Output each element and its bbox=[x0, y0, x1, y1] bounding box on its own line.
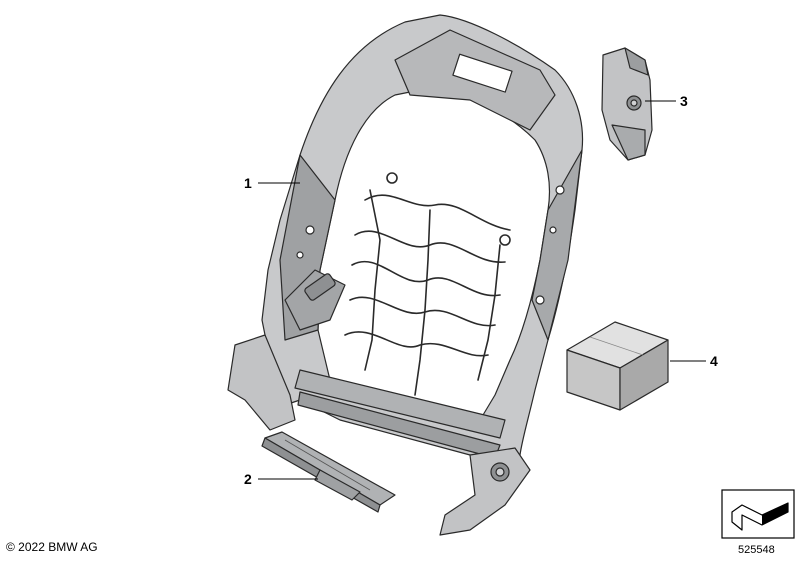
copyright-notice: © 2022 BMW AG bbox=[6, 540, 98, 554]
bracket-part bbox=[601, 47, 653, 161]
orientation-symbol bbox=[721, 489, 795, 539]
lumbar-adjuster-part bbox=[261, 431, 396, 513]
diagram-number: 525548 bbox=[738, 544, 775, 556]
seat-spring-wires bbox=[344, 172, 511, 396]
callout-4: 4 bbox=[710, 353, 718, 369]
package-box-part bbox=[566, 321, 669, 411]
callout-1: 1 bbox=[244, 175, 252, 191]
callout-2: 2 bbox=[244, 471, 252, 487]
leader-lines bbox=[258, 100, 706, 480]
seat-backrest-frame bbox=[227, 14, 584, 536]
callout-3: 3 bbox=[680, 93, 688, 109]
